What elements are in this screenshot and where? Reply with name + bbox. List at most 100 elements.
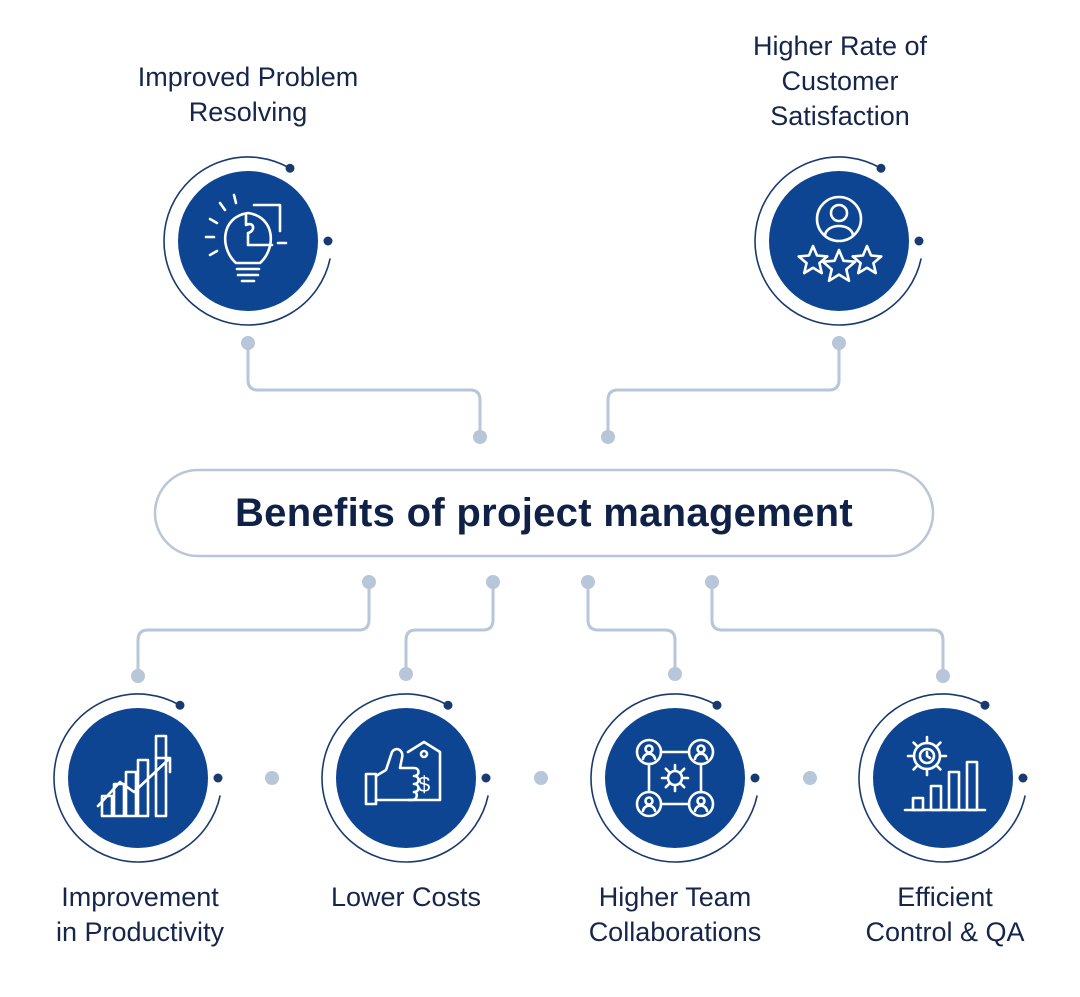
connector-dot [131,669,145,683]
benefit-node [858,693,1028,863]
dollar-sign: $ [418,772,430,797]
benefit-label-line: Satisfaction [770,101,910,131]
clock-hands [925,750,932,760]
member-body [693,752,709,761]
thumb-hand [374,747,420,802]
gear-center [666,769,684,787]
star [821,248,857,283]
benefit-label-line: Efficient [897,882,993,912]
benefit-label-lower-costs: Lower Costs [296,880,516,915]
light-ray [218,201,227,212]
member-body [641,804,657,813]
connector-dot [581,575,595,589]
clock-face [918,747,936,765]
connector-path [606,343,841,437]
node-circle [873,708,1013,848]
ring-end-dot [175,700,185,710]
benefit-label-line: Higher Rate of [752,31,928,61]
benefit-label-line: Lower Costs [330,882,482,912]
connector-lines [131,336,950,785]
bulb-outline [223,211,273,265]
profile-body [823,224,855,237]
gear-bar-chart-icon [903,735,987,812]
connector-dot [832,336,846,350]
connector-path [586,582,677,674]
growth-chart-icon [96,734,172,818]
connector-path [710,582,945,676]
benefit-label-line: Resolving [188,97,308,127]
ring-end-dot [750,773,760,783]
team-network-icon [635,738,715,818]
customer-stars-icon [797,195,883,283]
connector-dot [705,575,719,589]
connector-path [136,582,371,676]
bulb-base [235,267,261,283]
puzzle-piece [252,203,282,233]
profile-head [829,203,849,223]
ring-end-dot [481,773,491,783]
benefit-label-line: Control & QA [865,917,1025,947]
node-ring [163,156,331,326]
node-circle [605,708,745,848]
gear-teeth [660,763,690,793]
ring-end-dot [712,700,722,710]
node-circle [336,708,476,848]
lightbulb-puzzle-icon [204,193,288,283]
connector-path [404,582,495,674]
star [797,244,829,275]
ring-end-dot [980,700,990,710]
chart-bar [154,734,168,818]
ring-end-dot [213,773,223,783]
benefit-node [590,693,760,863]
ring-end-dot [914,236,924,246]
light-ray [232,193,238,205]
connector-dot [534,771,548,785]
benefit-node [321,693,491,863]
connector-dot [265,771,279,785]
ring-end-dot [876,163,886,173]
puzzle-line [244,213,274,247]
node-ring [590,693,758,863]
arrow-head [154,756,172,774]
thumb-cuff [364,772,378,806]
member-body [641,752,657,761]
connector-dot [362,575,376,589]
title-pill [153,468,935,558]
tag-hole [419,749,429,759]
connector-dot [241,336,255,350]
node-ring [754,156,922,326]
network-links [647,750,703,806]
star [851,244,883,275]
node-ring [53,693,221,863]
connector-dot [473,430,487,444]
benefit-label-line: Customer [781,66,899,96]
connector-dot [399,667,413,681]
price-tag [406,740,442,802]
light-ray [208,249,219,257]
chart-bar [124,770,138,818]
ring-end-dot [1018,773,1028,783]
profile-ring [815,195,863,243]
trend-arrow [96,758,170,808]
connector-dot [486,575,500,589]
benefit-label-line: Collaborations [588,917,762,947]
connector-dot [803,771,817,785]
node-ring [858,693,1026,863]
diagram-title: Benefits of project management [234,490,853,535]
node-ring [321,693,489,863]
ring-end-dot [443,700,453,710]
connector-path [246,343,482,437]
connector-dot [936,669,950,683]
ring-end-dot [285,163,295,173]
gear-teeth [906,735,948,777]
connector-dot [601,430,615,444]
benefit-label-line: in Productivity [55,917,225,947]
thumbs-up-price-tag-icon: $ [364,740,442,806]
